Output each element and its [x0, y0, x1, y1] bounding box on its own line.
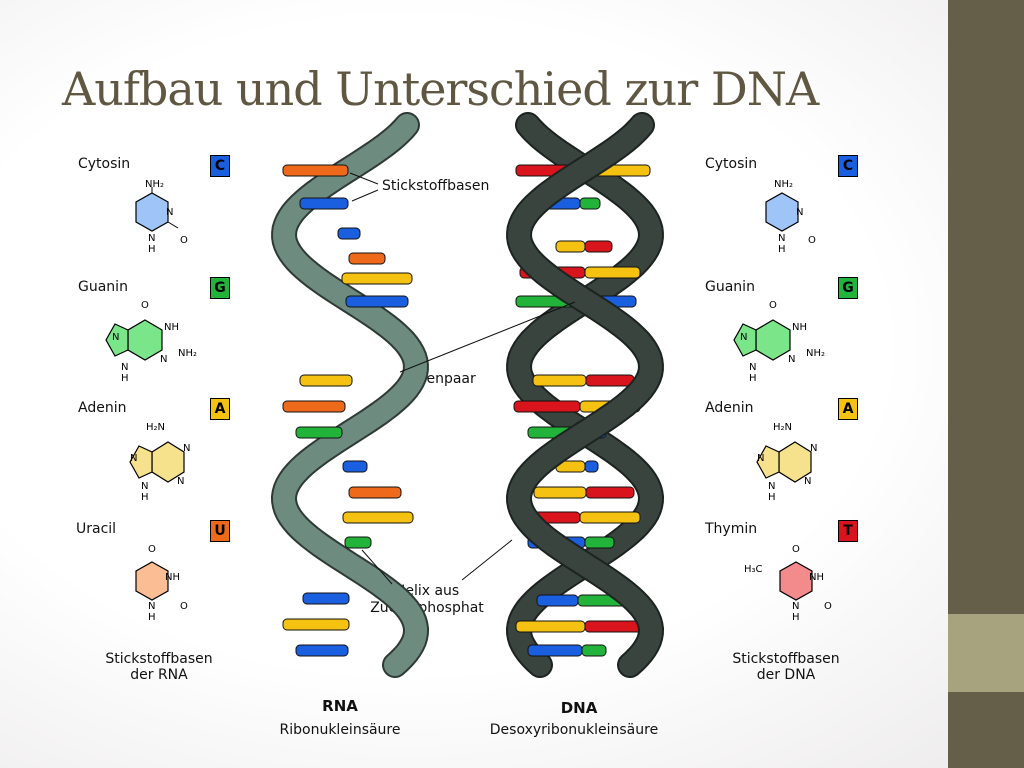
annotation-pointer-2: [399, 301, 576, 373]
dna-base-pair-right-1: [579, 197, 601, 210]
rna-base-7: [282, 400, 346, 413]
rna-base-14: [282, 618, 350, 631]
rna-base-12: [344, 536, 372, 549]
dna-base-pair-right-10: [579, 511, 641, 524]
rna-base-4: [341, 272, 413, 285]
dna-badge-g: G: [838, 277, 858, 299]
rna-caption-line2: der RNA: [130, 667, 188, 683]
dna-base-pair-left-2: [555, 240, 586, 253]
rna-badge-u: U: [210, 520, 230, 542]
slide-side-bar-accent: [948, 614, 1024, 692]
rna-base-15: [295, 644, 349, 657]
dna-base-pair-left-9: [533, 486, 587, 499]
dna-base-pair-left-12: [536, 594, 579, 607]
rna-base-name-uracil: Uracil: [76, 521, 117, 537]
annotation-pointer-0: [349, 172, 379, 185]
dna-base-pair-right-3: [584, 266, 641, 279]
dna-strand-front: [507, 114, 663, 676]
rna-base-name-adenin: Adenin: [78, 400, 127, 416]
dna-base-pair-right-2: [584, 240, 613, 253]
rna-badge-g: G: [210, 277, 230, 299]
dna-base-pair-right-11: [584, 536, 615, 549]
dna-base-pair-left-13: [515, 620, 586, 633]
rna-base-0: [282, 164, 349, 177]
label-stickstoffbasen: Stickstoffbasen: [382, 178, 490, 194]
dna-base-name-guanin: Guanin: [705, 279, 755, 295]
dna-badge-c: C: [838, 155, 858, 177]
dna-base-pair-right-9: [585, 486, 635, 499]
rna-base-9: [342, 460, 368, 473]
dna-base-pair-right-5: [585, 374, 635, 387]
rna-badge-a: A: [210, 398, 230, 420]
rna-base-13: [302, 592, 350, 605]
rna-strand: [272, 114, 428, 676]
rna-base-8: [295, 426, 343, 439]
rna-caption-line1: Stickstoffbasen: [105, 651, 213, 667]
rna-base-6: [299, 374, 353, 387]
rna-base-name-guanin: Guanin: [78, 279, 128, 295]
rna-base-1: [299, 197, 349, 210]
rna-base-3: [348, 252, 386, 265]
dna-badge-t: T: [838, 520, 858, 542]
rna-badge-c: C: [210, 155, 230, 177]
dna-base-pair-right-8: [584, 460, 599, 473]
rna-subheading: Ribonukleinsäure: [279, 722, 401, 738]
rna-base-10: [348, 486, 402, 499]
dna-badge-a: A: [838, 398, 858, 420]
dna-heading: DNA: [560, 699, 598, 717]
dna-base-pair-right-14: [581, 644, 607, 657]
annotation-pointer-1: [351, 189, 379, 202]
rna-base-11: [342, 511, 414, 524]
rna-base-name-cytosin: Cytosin: [78, 156, 131, 172]
annotation-pointer-3: [361, 549, 393, 585]
rna-base-2: [337, 227, 361, 240]
rna-base-5: [345, 295, 409, 308]
slide-title: Aufbau und Unterschied zur DNA: [62, 62, 819, 116]
dna-base-name-thymin: Thymin: [705, 521, 758, 537]
dna-base-pair-left-5: [532, 374, 587, 387]
annotation-pointer-4: [461, 539, 513, 581]
dna-base-name-adenin: Adenin: [705, 400, 754, 416]
dna-base-pair-left-14: [527, 644, 583, 657]
dna-strand-back: [507, 114, 663, 676]
dna-base-pair-left-6: [513, 400, 581, 413]
rna-heading: RNA: [322, 697, 358, 715]
dna-base-name-cytosin: Cytosin: [705, 156, 758, 172]
dna-caption-line1: Stickstoffbasen: [732, 651, 840, 667]
dna-subheading: Desoxyribonukleinsäure: [489, 722, 659, 738]
dna-caption-line2: der DNA: [756, 667, 816, 683]
